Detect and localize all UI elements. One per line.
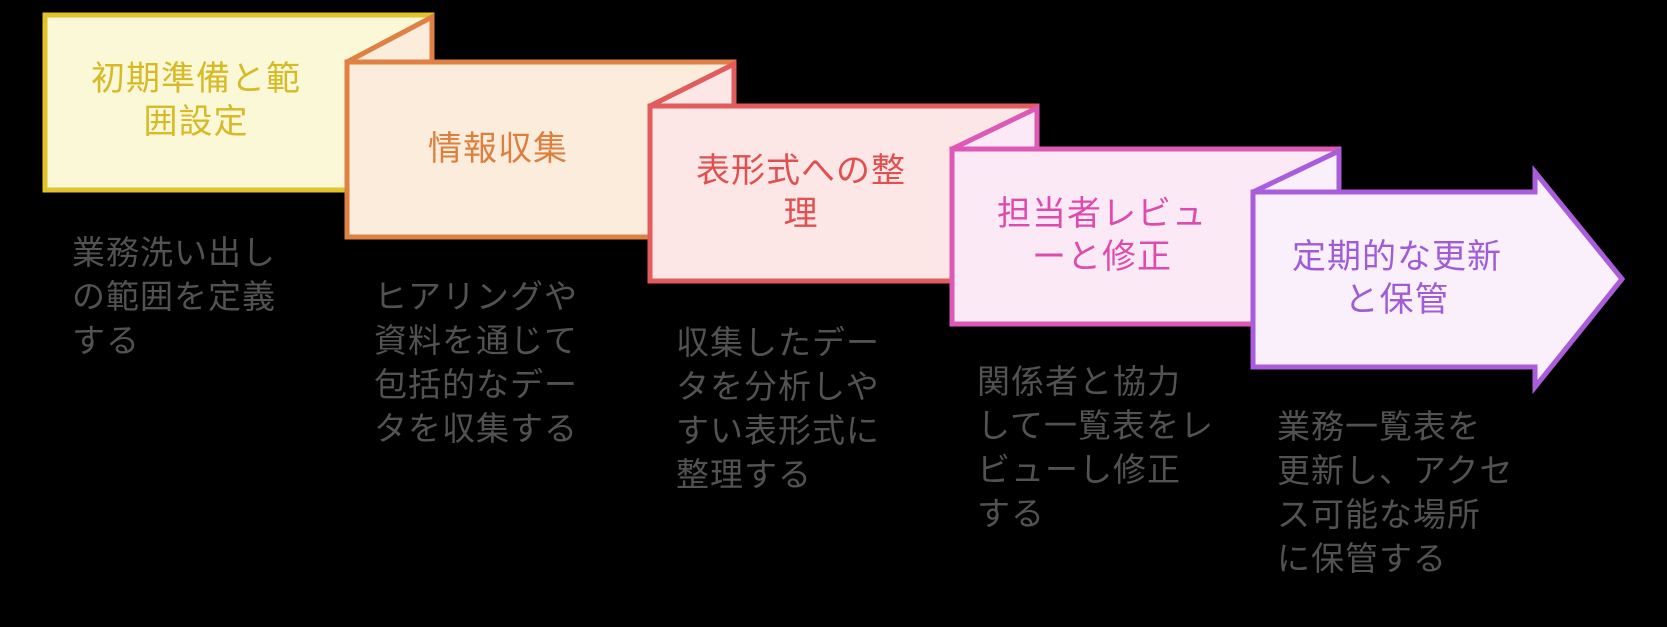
step-3-desc-line: すい表形式に: [676, 412, 880, 449]
step-4-desc-line: する: [977, 495, 1045, 532]
step-2-title-line: 情報収集: [428, 130, 568, 168]
step-1-title: 初期準備と範 囲設定: [46, 58, 346, 144]
step-4-desc-line: して一覧表をレ: [977, 407, 1215, 444]
step-4-title-line: 担当者レビュ: [997, 195, 1207, 233]
step-1-desc-line: の範囲を定義: [72, 278, 276, 315]
step-3-description: 収集したデー タを分析しや すい表形式に 整理する: [676, 321, 880, 497]
step-1-desc-line: 業務洗い出し: [72, 234, 276, 271]
step-3-desc-line: 収集したデー: [676, 324, 880, 361]
step-3-title-line: 理: [783, 195, 819, 233]
step-2-title: 情報収集: [348, 128, 648, 171]
step-5-title-line: 定期的な更新: [1292, 238, 1502, 276]
step-2-desc-line: 包括的なデー: [374, 366, 578, 403]
step-1-title-line: 初期準備と範: [91, 60, 301, 98]
step-3-desc-line: タを分析しや: [676, 368, 880, 405]
step-3-desc-line: 整理する: [676, 456, 812, 493]
step-5-title: 定期的な更新 と保管: [1247, 236, 1547, 322]
step-2-description: ヒアリングや 資料を通じて 包括的なデー タを収集する: [374, 275, 578, 451]
step-3-title: 表形式への整 理: [651, 150, 951, 236]
step-1-description: 業務洗い出し の範囲を定義 する: [72, 231, 276, 363]
step-5-desc-line: ス可能な場所: [1277, 496, 1481, 533]
step-5-desc-line: 業務一覧表を: [1277, 408, 1481, 445]
step-1-title-line: 囲設定: [143, 103, 249, 141]
step-3-title-line: 表形式への整: [696, 152, 906, 190]
step-5-desc-line: 更新し、アクセ: [1277, 452, 1514, 489]
step-4-description: 関係者と協力 して一覧表をレ ビューし修正 する: [977, 360, 1214, 536]
step-2-desc-line: 資料を通じて: [374, 322, 578, 359]
step-4-desc-line: ビューし修正: [977, 451, 1181, 488]
step-2-desc-line: タを収集する: [374, 410, 578, 447]
step-5-description: 業務一覧表を 更新し、アクセ ス可能な場所 に保管する: [1277, 405, 1513, 581]
step-5-arrow-shape: [1250, 164, 1626, 395]
step-5-title-line: と保管: [1344, 281, 1450, 319]
step-4-title-line: ーと修正: [1032, 238, 1172, 276]
step-1-desc-line: する: [72, 322, 140, 359]
step-2-desc-line: ヒアリングや: [374, 278, 578, 315]
step-4-title: 担当者レビュ ーと修正: [952, 193, 1252, 279]
step-4-desc-line: 関係者と協力: [977, 363, 1181, 400]
step-5-desc-line: に保管する: [1277, 540, 1447, 577]
